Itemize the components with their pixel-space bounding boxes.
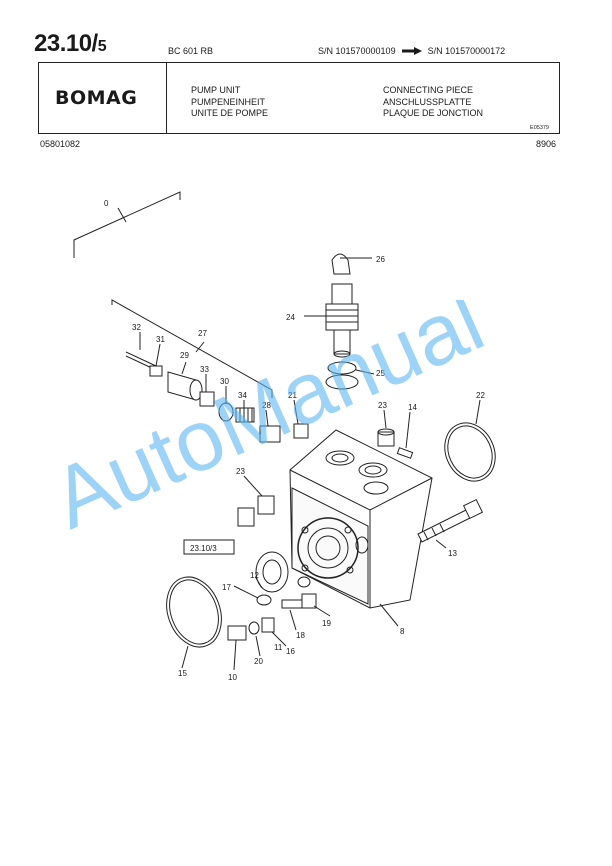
callout-34: 34 <box>238 391 247 400</box>
callout-16: 16 <box>286 647 295 656</box>
callout-22: 22 <box>476 391 485 400</box>
callout-14: 14 <box>408 403 417 412</box>
callout-23-10-3: 23.10/3 <box>190 544 217 553</box>
serial-from: S/N 101570000109 <box>318 46 396 56</box>
plug-19 <box>301 593 317 609</box>
callout-12: 12 <box>250 571 259 580</box>
callout-8: 8 <box>400 627 405 636</box>
automanual-watermark: AutoManual <box>60 300 497 547</box>
callout-26: 26 <box>376 255 385 264</box>
bracket-0 <box>73 191 181 258</box>
drawing-code: E05379 <box>530 125 549 131</box>
logo-cell: BOMAG <box>39 63 167 133</box>
callout-31: 31 <box>156 335 165 344</box>
o-ring-15 <box>166 576 222 648</box>
washer-17 <box>256 594 272 606</box>
cap-26 <box>331 253 351 275</box>
page-number-sub: 5 <box>97 38 107 55</box>
part-title-en: CONNECTING PIECE <box>383 85 474 95</box>
plug-23-b <box>237 507 255 527</box>
ring-20 <box>248 621 260 635</box>
part-title-fr: PLAQUE DE JONCTION <box>383 108 484 118</box>
seal-25b <box>325 374 359 390</box>
date-code: 8906 <box>536 139 557 149</box>
housing-29 <box>167 371 203 401</box>
bearing-23-10-3 <box>255 551 289 593</box>
callout-17: 17 <box>222 583 231 592</box>
title-block: BOMAG PUMP UNIT PUMPENEINHEIT UNITE DE P… <box>38 62 560 134</box>
plug-28 <box>259 425 281 443</box>
page-number: 23.10/5 <box>34 30 107 58</box>
plug-21 <box>293 423 309 439</box>
spring-seat-33 <box>199 391 215 407</box>
arrow-right-icon <box>401 47 422 55</box>
piston-10 <box>227 625 247 641</box>
pin-18 <box>281 599 303 609</box>
callout-19: 19 <box>322 619 331 628</box>
callout-32: 32 <box>132 323 141 332</box>
callout-18: 18 <box>296 631 305 640</box>
assembly-title-fr: UNITE DE POMPE <box>191 108 269 118</box>
relief-valve-24 <box>325 283 359 358</box>
assembly-titles: PUMP UNIT PUMPENEINHEIT UNITE DE POMPE <box>191 85 268 120</box>
pin-14 <box>396 447 414 459</box>
bracket-27 <box>111 299 273 398</box>
assembly-title-en: PUMP UNIT <box>191 85 241 95</box>
assembly-title-de: PUMPENEINHEIT <box>191 96 266 107</box>
serial-number-range: S/N 101570000109 S/N 101570000172 <box>318 46 505 56</box>
serial-to: S/N 101570000172 <box>427 46 506 56</box>
callout-15: 15 <box>178 669 187 678</box>
seal-25a <box>327 361 357 375</box>
callout-27: 27 <box>198 329 207 338</box>
bomag-logo: BOMAG <box>55 87 138 109</box>
document-number: 05801082 <box>40 139 81 149</box>
exploded-view-drawing: 0 26 24 25 32 31 27 29 33 30 34 28 21 23… <box>73 191 496 682</box>
o-ring-22 <box>444 422 496 482</box>
callout-10: 10 <box>228 673 237 682</box>
spring-11 <box>261 617 275 633</box>
callout-24: 24 <box>286 313 295 322</box>
callout-21: 21 <box>288 391 297 400</box>
callout-30: 30 <box>220 377 229 386</box>
callout-23-left: 23 <box>236 467 245 476</box>
watermark-text: AutoManual <box>60 300 497 547</box>
bolt-13 <box>417 498 484 543</box>
callout-11: 11 <box>274 643 283 652</box>
callout-25: 25 <box>376 369 385 378</box>
spring-34 <box>235 407 255 423</box>
callout-0: 0 <box>104 199 109 208</box>
callout-28: 28 <box>262 401 271 410</box>
callout-33: 33 <box>200 365 209 374</box>
model-name: BC 601 RB <box>168 46 214 56</box>
part-titles: CONNECTING PIECE ANSCHLUSSPLATTE PLAQUE … <box>383 85 483 120</box>
connecting-block-8 <box>289 429 433 609</box>
page-number-main: 23.10/ <box>34 30 98 57</box>
callout-13: 13 <box>448 549 457 558</box>
plug-23-top <box>377 428 395 447</box>
reference-box <box>183 539 235 555</box>
ring-12 <box>297 576 311 588</box>
callout-23-top: 23 <box>378 401 387 410</box>
callout-29: 29 <box>180 351 189 360</box>
callout-20: 20 <box>254 657 263 666</box>
part-title-de: ANSCHLUSSPLATTE <box>383 96 472 107</box>
plug-23-a <box>257 495 275 515</box>
